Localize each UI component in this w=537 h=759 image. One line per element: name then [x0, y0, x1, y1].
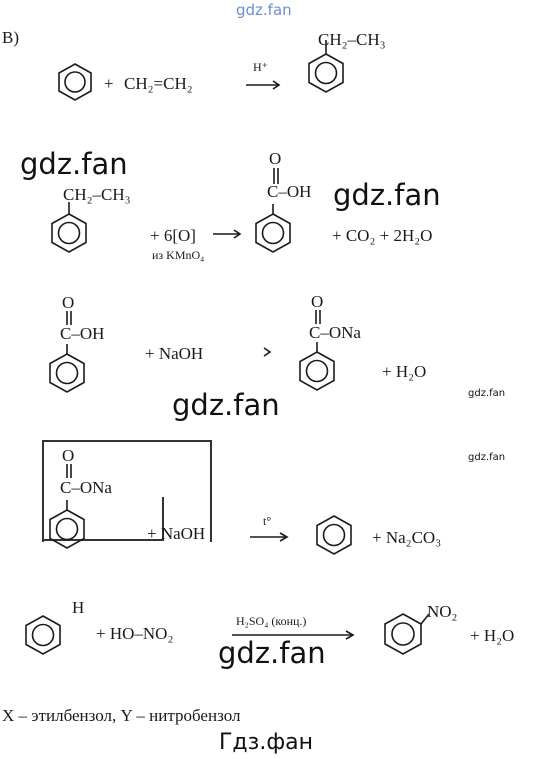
- carbonyl-bond-icon: [66, 464, 72, 478]
- reaction-arrow-icon: [250, 532, 289, 542]
- reaction-arrow-icon: [263, 347, 272, 357]
- reactant-ethyl-label: CH₂–CH₃: [63, 185, 131, 204]
- ethylene-formula: CH₂=CH₂: [124, 74, 193, 93]
- watermark-big-2: gdz.fan: [333, 178, 441, 212]
- benzoic-acid-ring-icon: [49, 344, 85, 393]
- sulfuric-acid-catalyst-label: H₂SO₄ (конц.): [236, 614, 307, 628]
- oxidant-source-label: из KMnO₄: [152, 248, 205, 262]
- heating-condition-label: t°: [263, 514, 272, 528]
- acid-oxygen: O: [62, 293, 75, 312]
- carbonyl-bond-icon: [66, 311, 72, 325]
- naoh-label: + NaOH: [145, 344, 204, 363]
- reaction-arrow-icon: [246, 80, 281, 90]
- acid-group-label: C–OH: [60, 324, 105, 343]
- naoh-label: + NaOH: [147, 524, 206, 543]
- water-label: + H₂O: [382, 362, 427, 381]
- section-label: В): [2, 28, 19, 47]
- sodium-carbonate-label: + Na₂CO₃: [372, 528, 442, 547]
- reaction-arrow-icon: [232, 630, 355, 640]
- watermark-small-1: gdz.fan: [468, 388, 506, 399]
- watermark-big-3: gdz.fan: [172, 388, 280, 422]
- oxidant-label: + 6[O]: [150, 226, 196, 245]
- ethyl-group-label: CH₂–CH₃: [318, 30, 386, 49]
- salt-oxygen: O: [62, 446, 75, 465]
- carbonyl-bond-icon: [273, 168, 279, 184]
- reaction-arrow-icon: [213, 229, 242, 239]
- watermark-top: gdz.fan: [236, 1, 292, 19]
- benzene-ring-icon: [25, 615, 61, 655]
- carbonyl-bond-icon: [315, 310, 321, 324]
- acid-catalyst-label: H⁺: [253, 60, 268, 74]
- ethylbenzene-ring-icon: [51, 202, 87, 253]
- decarboxylation-box-inner: [42, 497, 164, 541]
- benzoic-acid-ring-icon: [255, 204, 291, 253]
- nitrobenzene-ring-icon: [384, 613, 430, 655]
- watermark-big-4: gdz.fan: [218, 636, 326, 670]
- benzene-ring-icon: [58, 63, 92, 101]
- salt-group-label: C–ONa: [309, 323, 361, 342]
- watermark-small-2: gdz.fan: [468, 452, 506, 463]
- ethylbenzene-ring-icon: [308, 40, 344, 93]
- plus-sign: +: [104, 74, 114, 93]
- acid-group-label: C–OH: [267, 182, 312, 201]
- co2-water-label: + CO₂ + 2H₂O: [332, 226, 433, 245]
- acid-oxygen: O: [269, 149, 282, 168]
- benzene-ring-icon: [316, 515, 352, 555]
- water-label: + H₂O: [470, 626, 515, 645]
- decarboxylation-box-outer: [42, 440, 212, 542]
- hydrogen-label: H: [72, 598, 85, 617]
- sodium-benzoate-ring-icon: [49, 500, 85, 549]
- watermark-bottom: Гдз.фан: [219, 730, 313, 755]
- salt-group-label: C–ONa: [60, 478, 112, 497]
- conclusion-text: X – этилбензол, Y – нитробензол: [2, 706, 241, 725]
- nitric-acid-label: + HO–NO₂: [96, 624, 174, 643]
- watermark-big-1: gdz.fan: [20, 147, 128, 181]
- nitro-group-label: NO₂: [427, 602, 458, 621]
- sodium-benzoate-ring-icon: [299, 342, 335, 391]
- salt-oxygen: O: [311, 292, 324, 311]
